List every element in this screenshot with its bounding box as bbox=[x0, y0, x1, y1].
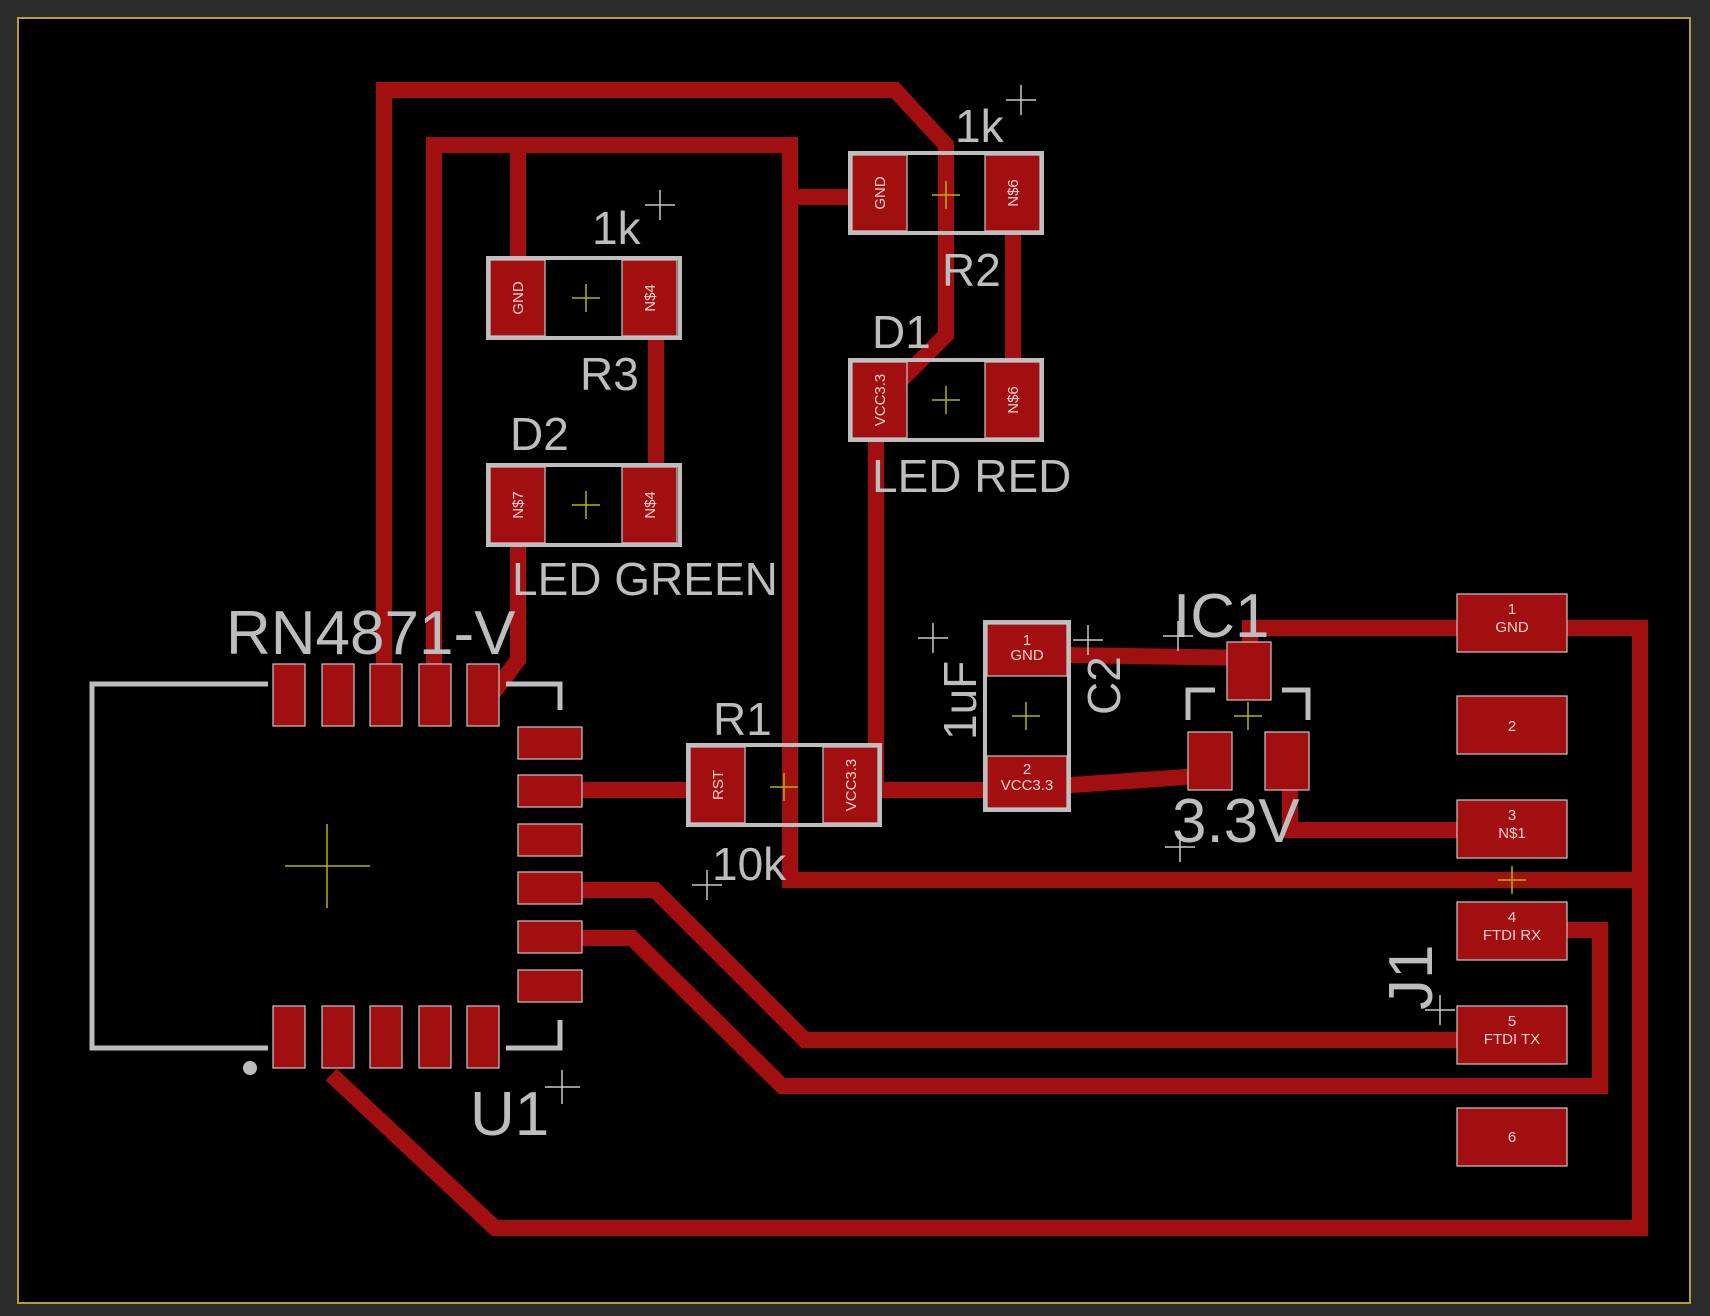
j1-pin2-num: 2 bbox=[1508, 718, 1516, 735]
r3-pad2-net: N$4 bbox=[642, 284, 659, 312]
trace-u1-pin3-to-d1 bbox=[376, 82, 954, 723]
r1-ref-label: R1 bbox=[713, 693, 772, 745]
d2-value-label: LED GREEN bbox=[512, 553, 778, 605]
j1-pin3-net: N$1 bbox=[1498, 825, 1526, 842]
u1-outline-right-bottom bbox=[506, 1020, 563, 1051]
j1-pin6-num: 6 bbox=[1508, 1129, 1516, 1146]
r1-resistor: RST VCC3.3 R1 10k bbox=[686, 693, 882, 900]
d1-ref-label: D1 bbox=[872, 306, 931, 358]
r1-pad1-net: RST bbox=[710, 770, 727, 800]
c2-pad1-num: 1 bbox=[1023, 632, 1031, 649]
ic1-ref-label: IC1 bbox=[1173, 582, 1269, 651]
u1-module: RN4871-V U1 bbox=[89, 599, 583, 1149]
u1-pads-top bbox=[272, 663, 500, 727]
u1-value-label: RN4871-V bbox=[226, 599, 516, 668]
c2-pad1-net: GND bbox=[1010, 647, 1044, 664]
ic1-value-label: 3.3V bbox=[1172, 787, 1300, 856]
u1-pads-right bbox=[517, 726, 583, 1003]
j1-pin1-num: 1 bbox=[1508, 601, 1516, 618]
r2-pad2-net: N$6 bbox=[1005, 179, 1022, 207]
c2-ref-label: C2 bbox=[1078, 656, 1130, 715]
r3-ref-label: R3 bbox=[580, 348, 639, 400]
j1-pin5-num: 5 bbox=[1508, 1013, 1516, 1030]
r2-value-label: 1k bbox=[955, 100, 1005, 152]
trace-u1-pin4-to-r2 bbox=[426, 137, 878, 723]
c2-pad2-num: 2 bbox=[1023, 761, 1031, 778]
trace-ic1-to-j1-gnd bbox=[325, 620, 1648, 1236]
u1-pads-bottom bbox=[272, 1005, 500, 1069]
r3-resistor: GND N$4 1k R3 bbox=[486, 190, 682, 400]
trace-gnd-bus bbox=[782, 189, 1638, 888]
d1-pad2-net: N$6 bbox=[1005, 386, 1022, 414]
c2-value-label: 1uF bbox=[934, 661, 986, 740]
trace-ic1-out-to-j1-pin3 bbox=[1282, 782, 1518, 838]
j1-pin3-num: 3 bbox=[1508, 807, 1516, 824]
ic1-regulator: IC1 3.3V bbox=[1163, 582, 1311, 862]
trace-u1-to-j1-tx bbox=[567, 882, 1513, 1048]
j1-pin4-num: 4 bbox=[1508, 909, 1516, 926]
j1-ref-label: J1 bbox=[1377, 945, 1446, 1010]
r3-pad1-net: GND bbox=[510, 281, 527, 315]
r3-value-label: 1k bbox=[592, 202, 642, 254]
u1-pin1-marker bbox=[243, 1061, 257, 1075]
j1-pin1-net: GND bbox=[1495, 619, 1529, 636]
d2-led-green: N$7 N$4 D2 LED GREEN bbox=[486, 408, 778, 605]
r2-pad1-net: GND bbox=[872, 176, 889, 210]
j1-pin5-net: FTDI TX bbox=[1484, 1031, 1540, 1048]
u1-outline bbox=[89, 681, 268, 1051]
trace-u1-to-j1-rx bbox=[567, 922, 1608, 1094]
r1-pad2-net: VCC3.3 bbox=[843, 759, 860, 812]
d2-pad2-net: N$4 bbox=[642, 491, 659, 519]
d2-ref-label: D2 bbox=[510, 408, 569, 460]
j1-pin4-net: FTDI RX bbox=[1483, 927, 1541, 944]
j1-header: 1 GND 2 3 N$1 4 FTDI RX 5 FTDI TX 6 J1 bbox=[1377, 593, 1568, 1167]
d2-pad1-net: N$7 bbox=[510, 491, 527, 519]
trace-c2-gnd-to-ic1 bbox=[1056, 646, 1259, 667]
u1-outline-right bbox=[506, 681, 563, 710]
c2-pad2-net: VCC3.3 bbox=[1001, 777, 1054, 794]
r1-value-label: 10k bbox=[712, 838, 787, 890]
d1-value-label: LED RED bbox=[872, 450, 1071, 502]
d1-led-red: VCC3.3 N$6 D1 LED RED bbox=[848, 306, 1071, 502]
d1-pad1-net: VCC3.3 bbox=[872, 374, 889, 427]
c2-capacitor: 1 GND 2 VCC3.3 1uF C2 bbox=[918, 620, 1130, 812]
u1-ref-label: U1 bbox=[470, 1080, 549, 1149]
r2-ref-label: R2 bbox=[942, 244, 1001, 296]
r2-resistor: GND N$6 1k R2 bbox=[848, 85, 1044, 296]
